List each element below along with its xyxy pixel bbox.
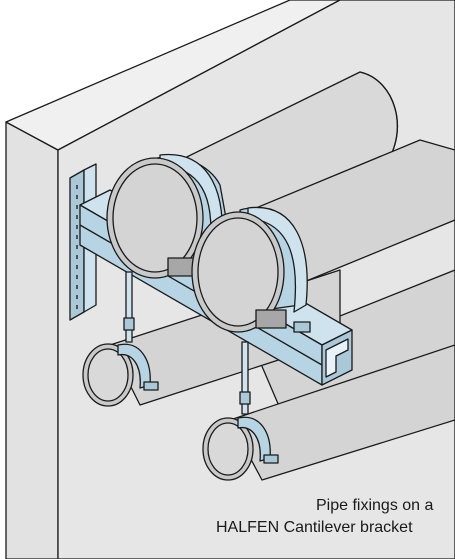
- lower-pipe-2: [202, 344, 455, 481]
- caption-line-1: Pipe fixings on a: [0, 497, 455, 519]
- caption-line-2-text: HALFEN Cantilever bracket: [216, 519, 413, 536]
- lower-clamp-1: [117, 343, 159, 391]
- threaded-rod-2: [239, 341, 251, 415]
- lower-clamp-2: [237, 416, 279, 464]
- wall-front: [5, 121, 59, 559]
- caption-line-1-text: Pipe fixings on a: [316, 497, 434, 514]
- upper-pipe-1: [106, 153, 231, 279]
- wall-top: [5, 0, 341, 151]
- threaded-rod-1: [123, 271, 135, 343]
- caption-line-2: HALFEN Cantilever bracket: [0, 519, 455, 541]
- upper-pipe-2: [191, 206, 311, 333]
